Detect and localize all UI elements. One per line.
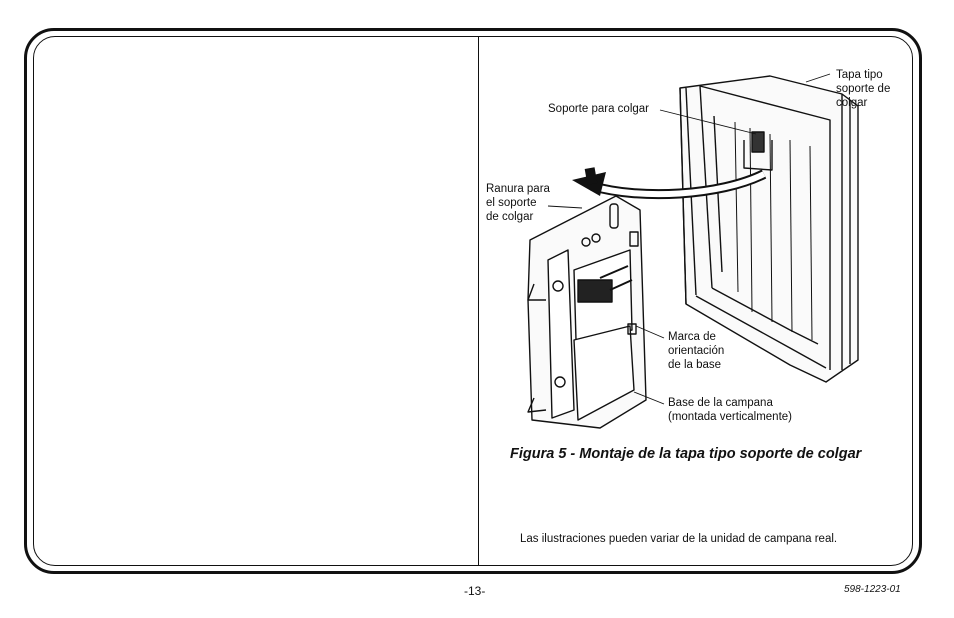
column-divider	[478, 37, 479, 565]
chime-base-drawing	[527, 195, 647, 429]
document-number: 598-1223-01	[844, 584, 901, 595]
label-tapa-line2: soporte de	[836, 83, 891, 95]
disclaimer-text: Las ilustraciones pueden variar de la un…	[520, 533, 838, 545]
label-base-line1: Base de la campana	[668, 397, 773, 409]
label-tapa-line3: colgar	[836, 97, 868, 109]
label-tapa-line1: Tapa tipo	[836, 69, 883, 81]
label-marca-line1: Marca de	[668, 331, 716, 343]
label-ranura-line3: de colgar	[486, 211, 534, 223]
figure-caption: Figura 5 - Montaje de la tapa tipo sopor…	[510, 446, 862, 462]
page-number: -13-	[464, 584, 486, 598]
label-ranura-line2: el soporte	[486, 197, 537, 209]
label-marca-line3: de la base	[668, 359, 722, 371]
label-ranura-line1: Ranura para	[486, 183, 550, 195]
label-soporte: Soporte para colgar	[548, 103, 650, 115]
page-border-outer	[24, 28, 922, 574]
label-base-line2: (montada verticalmente)	[668, 411, 792, 423]
leader-lines	[547, 73, 831, 405]
mounting-arrow	[572, 167, 767, 200]
label-marca-line2: orientación	[668, 345, 725, 357]
page-border-inner	[33, 36, 913, 566]
chime-cover-drawing	[679, 75, 859, 383]
